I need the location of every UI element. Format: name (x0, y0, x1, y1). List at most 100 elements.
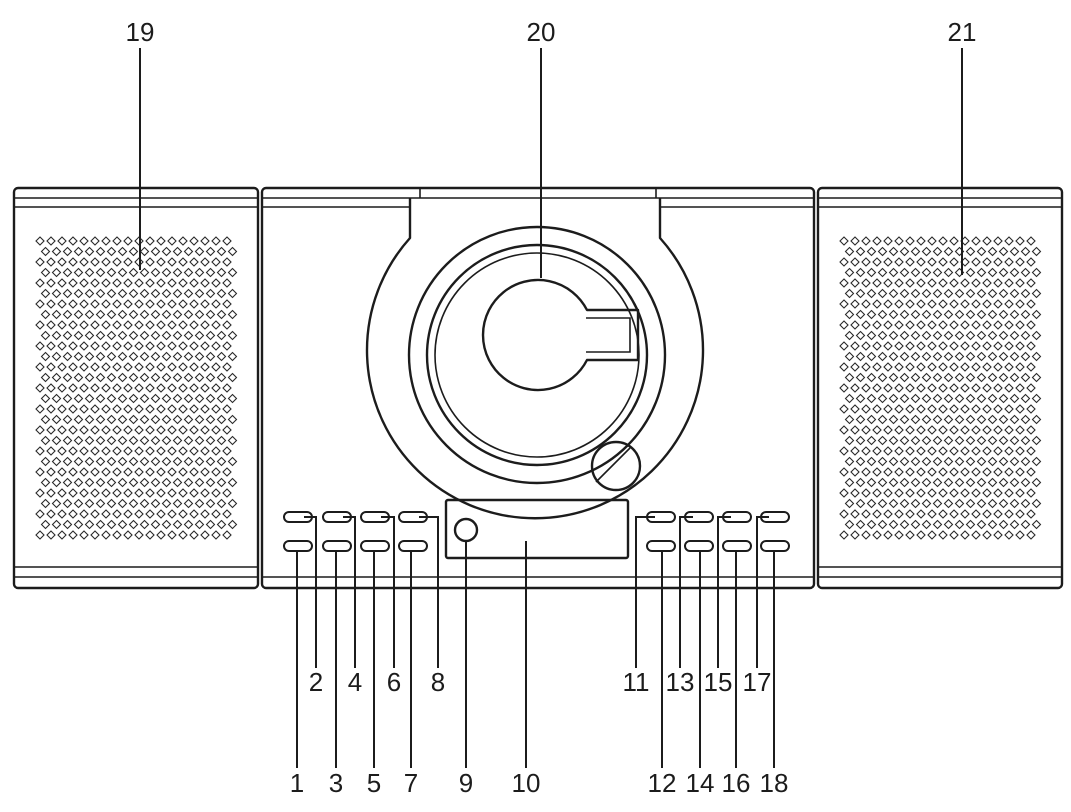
grille-hole (899, 393, 910, 404)
grille-hole (112, 257, 122, 267)
grille-hole (35, 530, 45, 540)
grille-hole (1009, 267, 1020, 278)
grille-hole (850, 278, 860, 288)
grille-hole (916, 278, 926, 288)
grille-hole (844, 393, 855, 404)
callout-1: 1 (290, 768, 304, 798)
grille-hole (987, 435, 998, 446)
control-button[interactable] (360, 540, 390, 552)
control-button[interactable] (760, 540, 790, 552)
grille-hole (90, 362, 100, 372)
grille-hole (35, 467, 45, 477)
grille-hole (73, 498, 84, 509)
grille-hole (965, 288, 976, 299)
grille-hole (128, 435, 139, 446)
grille-hole (222, 320, 232, 330)
grille-hole (161, 351, 172, 362)
grille-hole (73, 435, 84, 446)
grille-hole (943, 330, 954, 341)
control-button[interactable] (722, 540, 752, 552)
grille-hole (954, 393, 965, 404)
grille-hole (205, 309, 216, 320)
grille-hole (839, 299, 849, 309)
control-button[interactable] (398, 540, 428, 552)
grille-hole (62, 330, 73, 341)
grille-hole (1026, 278, 1036, 288)
grille-hole (150, 393, 161, 404)
grille-hole (161, 330, 172, 341)
grille-hole (183, 477, 194, 488)
grille-hole (183, 309, 194, 320)
grille-hole (877, 288, 888, 299)
grille-hole (139, 267, 150, 278)
grille-hole (949, 299, 959, 309)
control-button[interactable] (283, 540, 313, 552)
grille-hole (888, 414, 899, 425)
grille-hole (905, 341, 915, 351)
grille-hole (1031, 414, 1042, 425)
grille-hole (894, 530, 904, 540)
grille-hole (161, 414, 172, 425)
grille-hole (161, 519, 172, 530)
grille-hole (35, 320, 45, 330)
grille-hole (938, 467, 948, 477)
grille-hole (183, 267, 194, 278)
grille-hole (982, 320, 992, 330)
grille-hole (1009, 372, 1020, 383)
grille-hole (949, 236, 959, 246)
grille-hole (222, 488, 232, 498)
grille-hole (106, 393, 117, 404)
grille-hole (62, 309, 73, 320)
grille-hole (872, 236, 882, 246)
grille-hole (57, 404, 67, 414)
grille-hole (51, 414, 62, 425)
grille-hole (1015, 278, 1025, 288)
grille-hole (987, 477, 998, 488)
grille-hole (899, 414, 910, 425)
grille-hole (40, 246, 51, 257)
grille-hole (943, 456, 954, 467)
grille-hole (123, 383, 133, 393)
grille-hole (51, 267, 62, 278)
grille-hole (145, 488, 155, 498)
grille-hole (905, 257, 915, 267)
grille-hole (211, 341, 221, 351)
grille-hole (866, 519, 877, 530)
grille-hole (844, 330, 855, 341)
grille-hole (222, 299, 232, 309)
grille-hole (910, 498, 921, 509)
control-button[interactable] (684, 540, 714, 552)
grille-hole (84, 288, 95, 299)
grille-hole (216, 246, 227, 257)
grille-hole (971, 341, 981, 351)
grille-hole (910, 477, 921, 488)
grille-hole (971, 404, 981, 414)
control-button[interactable] (322, 540, 352, 552)
grille-hole (1015, 488, 1025, 498)
grille-hole (943, 372, 954, 383)
grille-hole (844, 372, 855, 383)
grille-hole (861, 530, 871, 540)
grille-hole (861, 362, 871, 372)
grille-hole (866, 246, 877, 257)
grille-hole (1015, 383, 1025, 393)
grille-hole (101, 425, 111, 435)
grille-hole (987, 498, 998, 509)
grille-hole (167, 488, 177, 498)
grille-hole (1026, 509, 1036, 519)
grille-hole (894, 446, 904, 456)
grille-hole (205, 477, 216, 488)
grille-hole (167, 530, 177, 540)
grille-hole (200, 362, 210, 372)
grille-hole (1015, 236, 1025, 246)
grille-hole (965, 414, 976, 425)
grille-hole (883, 509, 893, 519)
grille-hole (106, 351, 117, 362)
grille-hole (161, 309, 172, 320)
grille-hole (960, 320, 970, 330)
grille-hole (172, 330, 183, 341)
grille-hole (194, 435, 205, 446)
grille-hole (872, 299, 882, 309)
grille-hole (965, 519, 976, 530)
control-button[interactable] (646, 540, 676, 552)
